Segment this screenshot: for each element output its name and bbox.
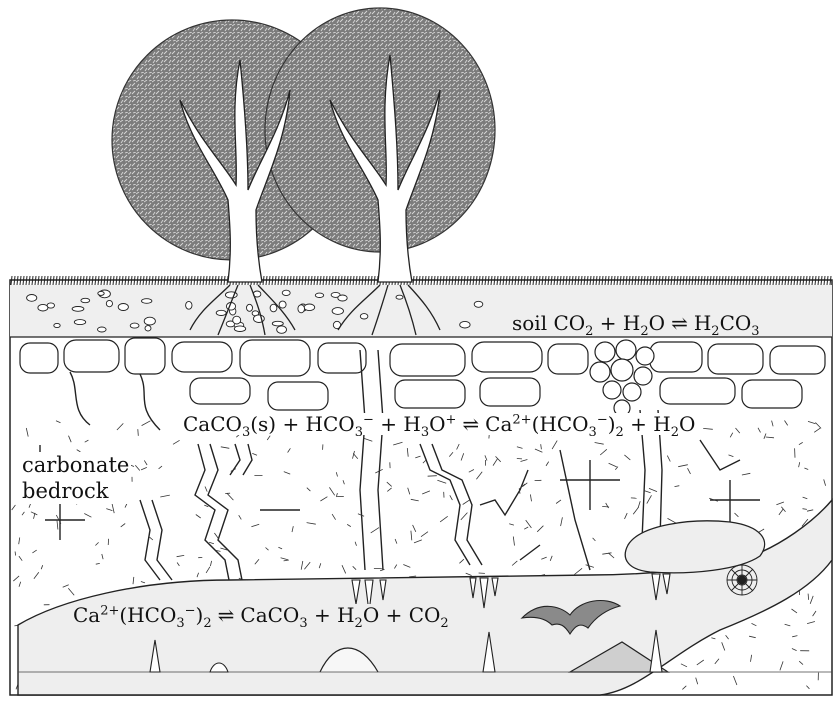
- equilibrium-arrow-icon: ⇌: [218, 605, 235, 625]
- carbonate-word: carbonate: [22, 452, 129, 478]
- precipitation-equation: Ca2+(HCO3−)2⇌CaCO3 + H2O + CO2: [70, 604, 452, 626]
- dissolution-equation: CaCO3(s) + HCO3− + H3O+⇌Ca2+(HCO3−)2 + H…: [180, 413, 698, 435]
- spider-web-icon: [727, 565, 757, 595]
- equilibrium-arrow-icon: ⇌: [671, 313, 688, 333]
- soil-label: soil CO2 + H2O⇌H2CO3: [510, 312, 762, 334]
- bedrock-word: bedrock: [22, 478, 129, 504]
- equilibrium-arrow-icon: ⇌: [462, 414, 479, 434]
- carbonate-bedrock-label: carbonate bedrock: [20, 452, 131, 504]
- soil-equation: CO2 + H2O⇌H2CO3: [553, 311, 759, 335]
